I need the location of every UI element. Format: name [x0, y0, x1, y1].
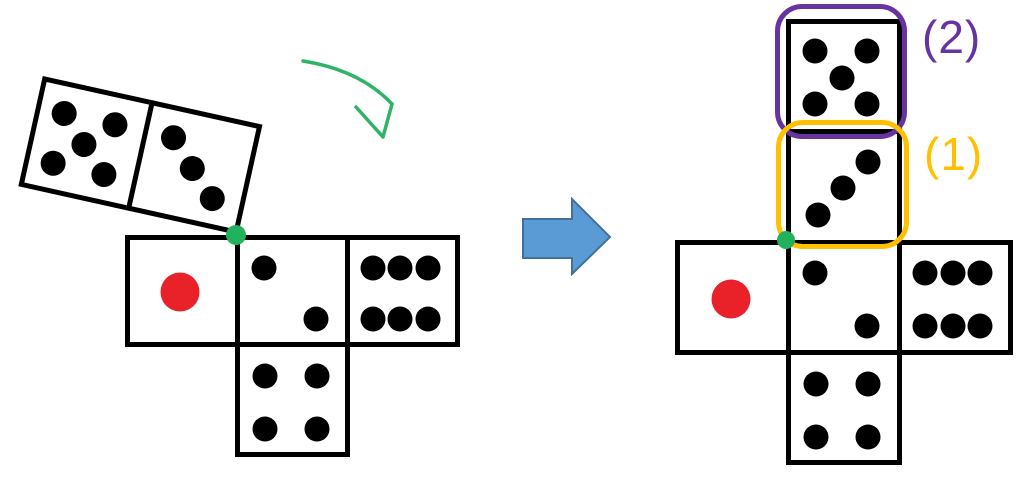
rotation-arrow-head-icon [354, 102, 394, 139]
right-block-arrow-icon [522, 196, 612, 277]
black-pip [252, 363, 278, 389]
black-pip [912, 313, 938, 339]
black-pip [803, 371, 829, 397]
black-pip [829, 65, 855, 91]
black-pip [415, 306, 441, 332]
black-pip [99, 109, 130, 140]
right-net-face-three [786, 129, 902, 245]
highlight-step-1-label: (1) [924, 128, 984, 180]
left-net-face-four [235, 342, 350, 457]
black-pip [803, 424, 829, 450]
black-pip [387, 255, 413, 281]
right-net-face-two [786, 240, 902, 355]
black-pip [177, 153, 208, 184]
black-pip [802, 91, 828, 117]
domino-face-three [125, 99, 263, 235]
black-pip [196, 183, 227, 214]
left-net-face-two [235, 235, 350, 347]
red-pip [711, 279, 751, 319]
black-pip [967, 313, 993, 339]
black-pip [252, 416, 278, 442]
black-pip [940, 260, 966, 286]
highlight-step-2-label: (2) [922, 11, 982, 63]
black-pip [855, 149, 881, 175]
black-pip [805, 202, 830, 228]
highlight-step-1 [776, 120, 909, 249]
right-net-face-six [897, 240, 1013, 355]
rotating-domino [18, 75, 263, 235]
left-pivot-dot [226, 225, 246, 245]
black-pip [967, 260, 993, 286]
black-pip [304, 363, 330, 389]
black-pip [360, 255, 386, 281]
left-net-face-six [345, 235, 460, 347]
red-pip [160, 272, 200, 312]
right-net-face-one-red [675, 240, 791, 355]
black-pip [830, 175, 856, 201]
black-pip [158, 122, 189, 153]
black-pip [387, 306, 413, 332]
black-pip [855, 371, 881, 397]
black-pip [854, 91, 880, 117]
black-pip [854, 38, 880, 64]
black-pip [415, 255, 441, 281]
black-pip [304, 416, 330, 442]
right-net-face-four [786, 350, 902, 465]
black-pip [802, 260, 828, 286]
black-pip [303, 306, 329, 332]
black-pip [855, 424, 881, 450]
black-pip [69, 129, 100, 160]
right-net-face-five [786, 19, 902, 134]
rotation-arrow-icon [301, 59, 394, 106]
black-pip [802, 38, 828, 64]
black-pip [251, 255, 277, 281]
right-pivot-dot [777, 231, 795, 249]
highlight-step-2 [775, 4, 907, 139]
domino-face-five [18, 75, 156, 212]
left-net-face-one-red [125, 235, 240, 347]
black-pip [854, 313, 880, 339]
black-pip [38, 148, 69, 179]
black-pip [360, 306, 386, 332]
black-pip [88, 159, 119, 190]
black-pip [940, 313, 966, 339]
black-pip [912, 260, 938, 286]
black-pip [49, 98, 80, 129]
